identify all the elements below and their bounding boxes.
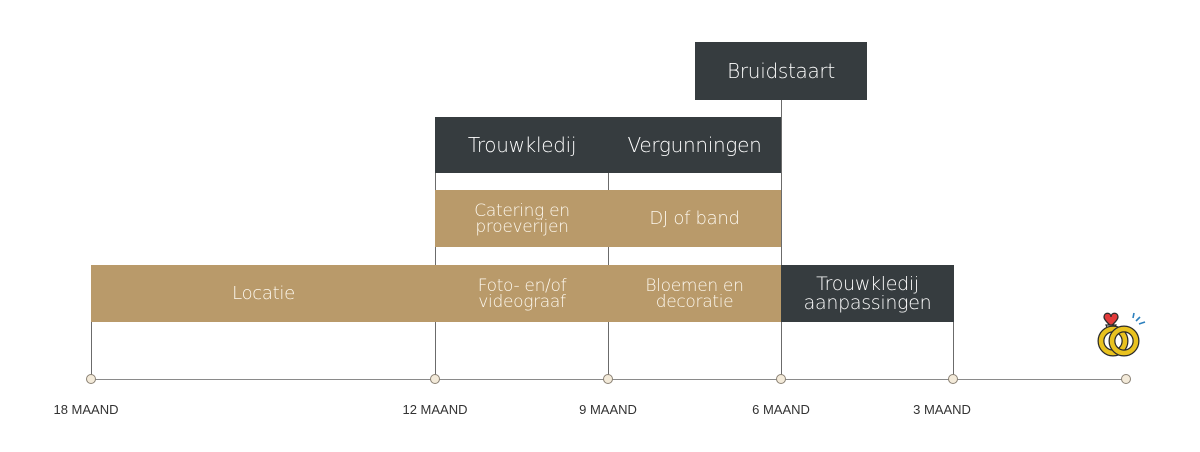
timeline-dot-12 xyxy=(430,374,440,384)
timeline-dot-3 xyxy=(948,374,958,384)
box-label: Locatie xyxy=(232,283,295,304)
connector-9-maand xyxy=(608,117,609,379)
box-label-line2: videograaf xyxy=(478,291,566,312)
box-label: Bruidstaart xyxy=(727,58,835,83)
box-label: Trouwkledij xyxy=(467,132,577,157)
box-label-line2: decoratie xyxy=(655,291,734,312)
connector-6-maand xyxy=(781,42,782,379)
box-locatie: Locatie xyxy=(91,265,436,322)
tick-label-9-maand: 9 MAAND xyxy=(579,402,637,417)
box-trouwkledij-aanpassingen: Trouwkledij aanpassingen xyxy=(781,265,954,322)
tick-label-3-maand: 3 MAAND xyxy=(913,402,971,417)
connector-3-maand xyxy=(953,265,954,379)
box-vergunningen: Vergunningen xyxy=(608,117,781,173)
box-bruidstaart: Bruidstaart xyxy=(695,42,867,100)
box-label: DJ of band xyxy=(649,208,740,229)
tick-label-6-maand: 6 MAAND xyxy=(752,402,810,417)
box-bloemen-decoratie: Bloemen en decoratie xyxy=(608,265,781,322)
tick-label-18-maand: 18 MAAND xyxy=(53,402,119,417)
connector-18-maand xyxy=(91,265,92,379)
box-catering: Catering en proeverijen xyxy=(435,190,609,247)
box-label: Vergunningen xyxy=(627,132,762,157)
timeline-dot-18 xyxy=(86,374,96,384)
box-label-line1: Catering en xyxy=(474,200,570,221)
timeline-dot-9 xyxy=(603,374,613,384)
box-label-line1: Trouwkledij xyxy=(816,272,919,295)
box-foto-videograaf: Foto- en/of videograaf xyxy=(435,265,609,322)
wedding-rings-heart-icon xyxy=(1097,312,1146,357)
box-trouwkledij: Trouwkledij xyxy=(435,117,609,173)
box-label-line1: Foto- en/of xyxy=(477,275,567,296)
box-dj-of-band: DJ of band xyxy=(608,190,781,247)
tick-label-12-maand: 12 MAAND xyxy=(402,402,468,417)
box-label-line2: proeverijen xyxy=(475,216,569,237)
box-label-line2: aanpassingen xyxy=(803,291,932,314)
timeline-dot-end xyxy=(1121,374,1131,384)
box-label-line1: Bloemen en xyxy=(645,275,744,296)
timeline-dot-6 xyxy=(776,374,786,384)
connector-12-maand xyxy=(435,117,436,379)
